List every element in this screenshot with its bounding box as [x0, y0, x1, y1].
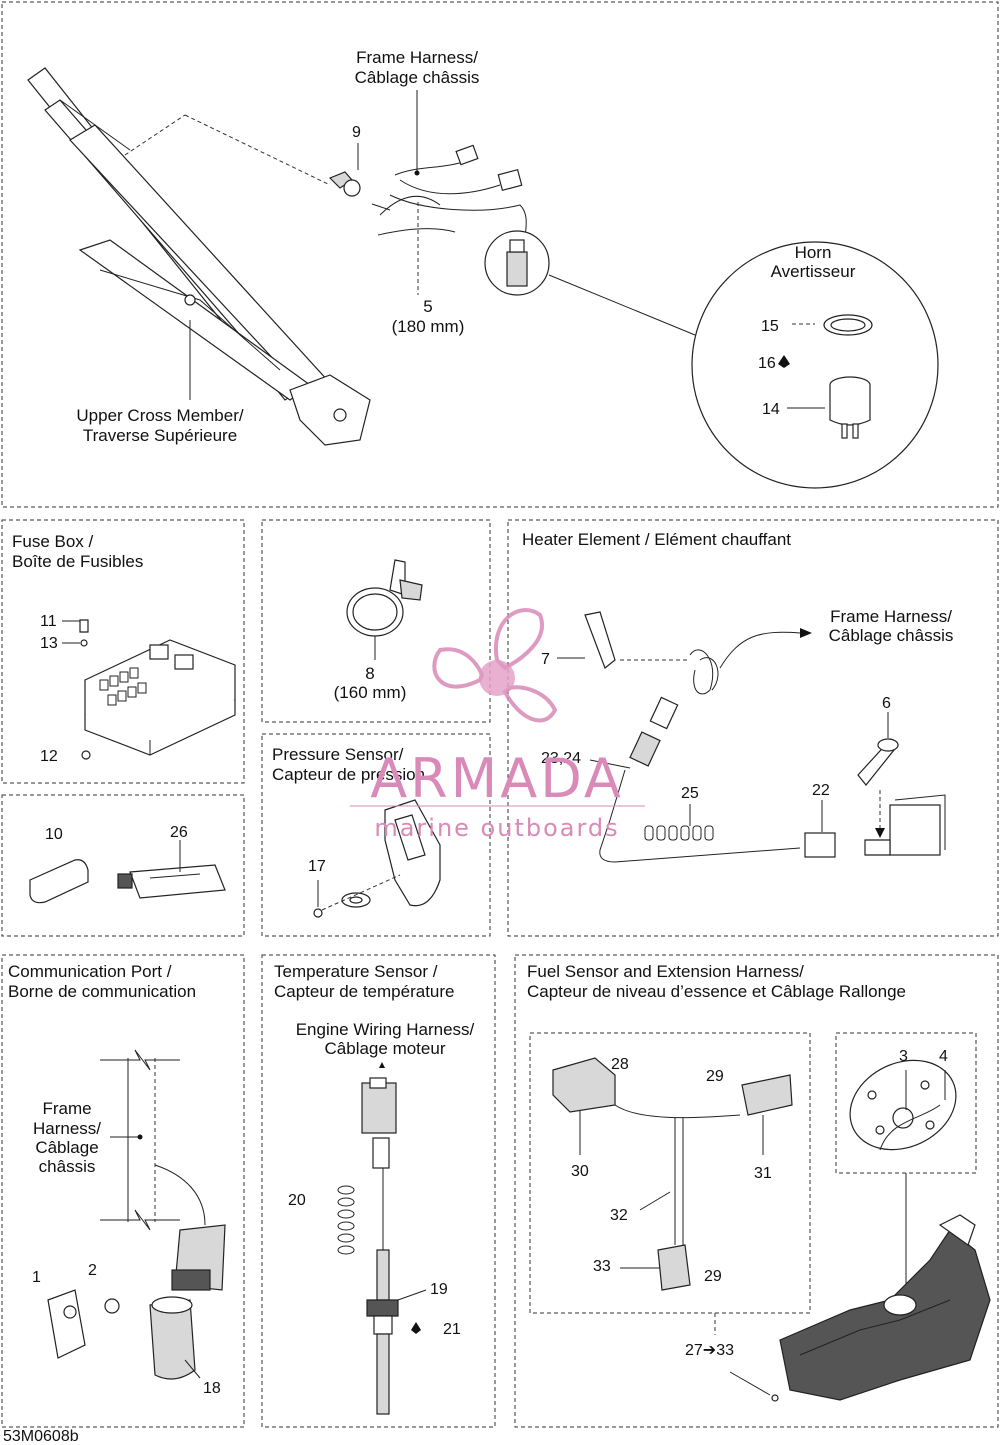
panel-frame-border	[1, 1, 999, 508]
frame-drawing	[27, 67, 939, 489]
callout-29-top: 29	[706, 1068, 724, 1085]
upper-cross-label-2: Traverse Supérieure	[83, 426, 237, 445]
callout-9: 9	[352, 124, 361, 141]
temp-title-2: Capteur de température	[274, 982, 455, 1001]
callout-31: 31	[754, 1165, 772, 1182]
callout-30: 30	[571, 1163, 589, 1180]
horn-label-1: Horn	[795, 243, 832, 262]
fusebox-drawing	[79, 619, 236, 760]
panel-temp-border	[261, 954, 496, 1428]
callout-26: 26	[170, 824, 188, 841]
callout-29-bottom: 29	[704, 1268, 722, 1285]
part-2	[104, 1298, 120, 1314]
callout-17: 17	[308, 858, 326, 875]
fuel-title-2: Capteur de niveau d’essence et Câblage R…	[527, 982, 906, 1001]
pressure-drawing	[313, 799, 441, 918]
panel-pressure-border	[261, 733, 491, 937]
fuel-drawing	[552, 1057, 991, 1402]
comm-frame-harness-3: Câblage	[35, 1138, 98, 1157]
callout-6: 6	[882, 695, 891, 712]
callout-2: 2	[88, 1262, 97, 1279]
part-18	[149, 1299, 196, 1380]
comm-drawing	[47, 1049, 226, 1380]
panel-fuel-border	[514, 954, 999, 1428]
callout-33: 33	[593, 1258, 611, 1275]
temp-drawing	[337, 1062, 421, 1415]
comm-frame-harness-1: Frame	[42, 1099, 91, 1118]
horn-detail-large-circle	[691, 241, 939, 489]
panel-heater-border	[507, 519, 999, 937]
panel-comm-border	[1, 954, 245, 1428]
panel-clamp-border	[261, 519, 491, 723]
fuel-harness-box	[529, 1032, 811, 1314]
callout-3: 3	[899, 1048, 908, 1065]
heater-frame-harness-2: Câblage châssis	[829, 626, 954, 645]
upper-cross-label-1: Upper Cross Member/	[76, 406, 243, 425]
callout-20: 20	[288, 1192, 306, 1209]
callout-12: 12	[40, 748, 58, 765]
callout-10: 10	[45, 826, 63, 843]
part-22	[804, 832, 836, 858]
part-26	[129, 864, 226, 899]
callout-15: 15	[761, 318, 779, 335]
callout-32: 32	[610, 1207, 628, 1224]
panel-fusebox-border	[1, 519, 245, 784]
callout-18: 18	[203, 1380, 221, 1397]
callout-7: 7	[541, 651, 550, 668]
callout-8: 8	[365, 664, 374, 683]
callout-1: 1	[32, 1269, 41, 1286]
fusebox-title-1: Fuse Box /	[12, 532, 94, 551]
callout-5: 5	[423, 297, 432, 316]
horn-label-2: Avertisseur	[771, 262, 856, 281]
comm-frame-harness-4: châssis	[39, 1157, 96, 1176]
heater-drawing	[584, 611, 946, 863]
fuel-title-1: Fuel Sensor and Extension Harness/	[527, 962, 804, 981]
watermark-brand: ARMADA	[370, 747, 624, 810]
panel-misc-border	[1, 794, 245, 937]
callout-11: 11	[40, 613, 57, 630]
comm-title-1: Communication Port /	[8, 962, 172, 981]
part-10	[29, 859, 89, 904]
fusebox-title-2: Boîte de Fusibles	[12, 552, 143, 571]
engine-harness-2: Câblage moteur	[325, 1039, 446, 1058]
callout-14: 14	[762, 401, 780, 418]
callout-28: 28	[611, 1056, 629, 1073]
pressure-title-1: Pressure Sensor/	[272, 745, 404, 764]
heater-frame-harness-1: Frame Harness/	[830, 607, 952, 626]
callout-22: 22	[812, 782, 830, 799]
callout-21: 21	[443, 1321, 461, 1338]
callout-27-33: 27➔33	[685, 1342, 734, 1359]
tie-7	[584, 611, 616, 669]
callout-5-size: (180 mm)	[392, 317, 465, 336]
frame-rear-bracket	[289, 374, 371, 446]
callout-8-size: (160 mm)	[334, 683, 407, 702]
callout-23-24: 23,24	[541, 750, 581, 767]
frame-harness-label-1: Frame Harness/	[356, 48, 478, 67]
watermark-logo	[432, 608, 558, 723]
fuel-tank	[779, 1229, 991, 1401]
part-1	[47, 1289, 86, 1359]
frame-harness-label-2: Câblage châssis	[355, 68, 480, 87]
comm-frame-harness-2: Harness/	[33, 1119, 101, 1138]
horn-14	[829, 385, 871, 426]
clamp-drawing	[346, 559, 423, 660]
callout-25: 25	[681, 785, 699, 802]
callout-13: 13	[40, 635, 58, 652]
comm-title-2: Borne de communication	[8, 982, 196, 1001]
callout-16: 16	[758, 355, 776, 372]
callout-4: 4	[939, 1048, 948, 1065]
callout-19: 19	[430, 1281, 448, 1298]
misc-drawing	[29, 840, 226, 904]
figure-code: 53M0608b	[3, 1428, 79, 1445]
watermark-tagline: marine outboards	[374, 814, 619, 842]
engine-harness-1: Engine Wiring Harness/	[296, 1020, 475, 1039]
heater-title: Heater Element / Elément chauffant	[522, 530, 791, 549]
temp-title-1: Temperature Sensor /	[274, 962, 438, 981]
pressure-title-2: Capteur de pression	[272, 765, 425, 784]
